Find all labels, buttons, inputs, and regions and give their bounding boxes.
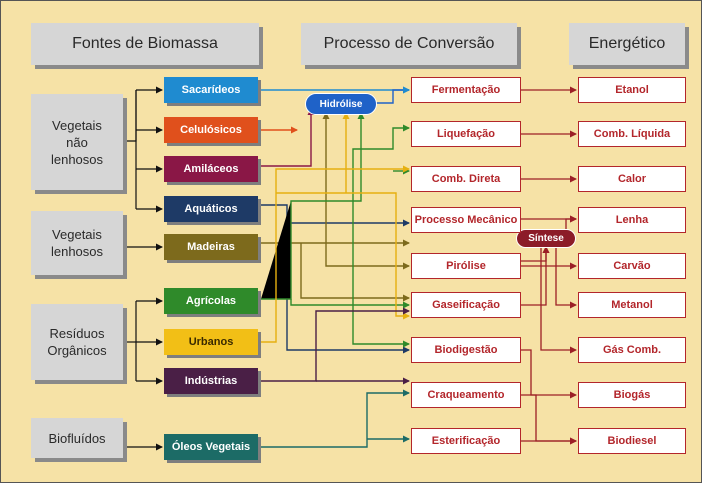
process-esterificacao: Esterificação [411,428,521,454]
sintese-node: Síntese [516,229,576,248]
category-vegetais-nao-lenhosos: Vegetais não lenhosos [31,94,123,190]
source-madeiras: Madeiras [164,234,258,260]
source-celulosicos: Celulósicos [164,117,258,143]
process-gaseificacao: Gaseificação [411,292,521,318]
output-gas-comb: Gás Comb. [578,337,686,363]
output-etanol: Etanol [578,77,686,103]
category-biofluidos: Biofluídos [31,418,123,458]
header-processo: Processo de Conversão [301,23,517,65]
process-fermentacao: Fermentação [411,77,521,103]
category-residuos-organicos: Resíduos Orgânicos [31,304,123,380]
output-comb-liquida: Comb. Líquida [578,121,686,147]
process-pirolise: Pirólise [411,253,521,279]
output-biogas: Biogás [578,382,686,408]
hidrolise-node: Hidrólise [305,93,377,115]
source-sacarideos: Sacarídeos [164,77,258,103]
category-vegetais-lenhosos: Vegetais lenhosos [31,211,123,275]
header-energetico: Energético [569,23,685,65]
process-biodigestao: Biodigestão [411,337,521,363]
source-agricolas: Agrícolas [164,288,258,314]
output-biodiesel: Biodiesel [578,428,686,454]
output-lenha: Lenha [578,207,686,233]
process-comb-direta: Comb. Direta [411,166,521,192]
header-fontes: Fontes de Biomassa [31,23,259,65]
output-metanol: Metanol [578,292,686,318]
source-urbanos: Urbanos [164,329,258,355]
source-amilaceos: Amiláceos [164,156,258,182]
output-calor: Calor [578,166,686,192]
source-aquaticos: Aquáticos [164,196,258,222]
output-carvao: Carvão [578,253,686,279]
source-industrias: Indústrias [164,368,258,394]
process-liquefacao: Liquefação [411,121,521,147]
source-oleos-vegetais: Óleos Vegetais [164,434,258,460]
process-craqueamento: Craqueamento [411,382,521,408]
process-mecanico: Processo Mecânico [411,207,521,233]
